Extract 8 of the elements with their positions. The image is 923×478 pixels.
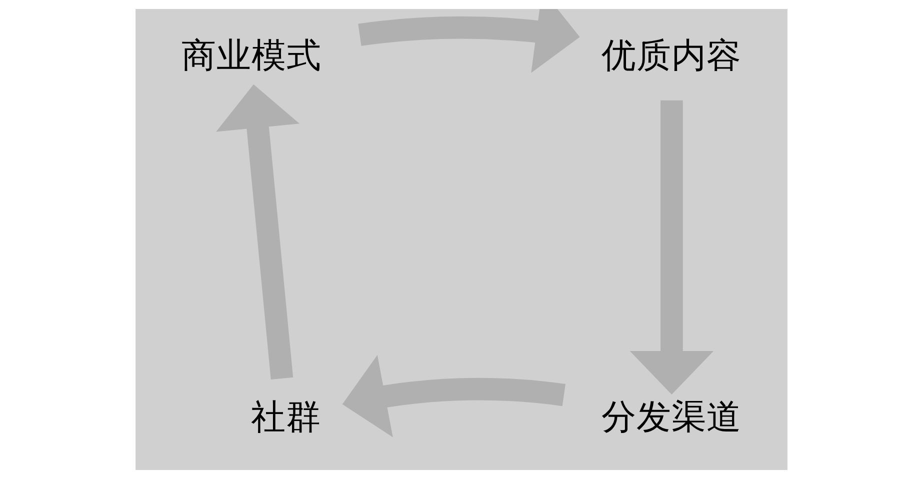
arrow <box>216 84 300 379</box>
node-text: 商业模式 <box>181 36 322 76</box>
node-text: 社群 <box>250 397 321 438</box>
arrow <box>358 8 580 72</box>
arrow <box>630 100 714 394</box>
arrow <box>342 354 566 437</box>
node-text: 优质内容 <box>602 36 742 76</box>
node-text: 分发渠道 <box>602 397 742 438</box>
